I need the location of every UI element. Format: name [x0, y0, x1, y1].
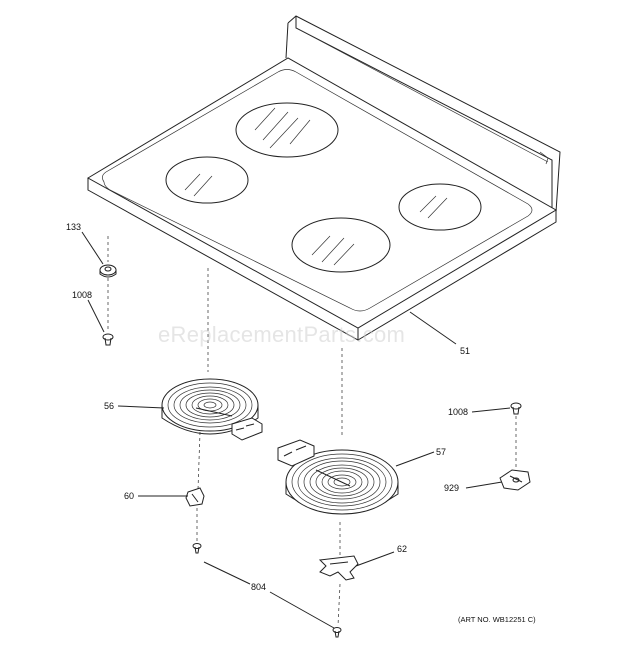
ring-back-right — [398, 183, 482, 231]
callout-1008-right: 1008 — [448, 407, 468, 417]
part-804-screw-right — [332, 627, 342, 638]
callout-929: 929 — [444, 483, 459, 493]
part-60-clip — [185, 487, 205, 507]
part-57-radiant-element-large — [277, 439, 399, 515]
callout-1008-left: 1008 — [72, 290, 92, 300]
art-number: (ART NO. WB12251 C) — [458, 615, 536, 624]
part-56-radiant-element-small — [161, 378, 263, 441]
assembly-lines — [107, 236, 517, 627]
leader-lines — [81, 231, 511, 629]
callout-56: 56 — [104, 401, 114, 411]
part-804-screw-left — [192, 543, 202, 554]
callout-804: 804 — [251, 582, 266, 592]
callout-labels: 133 1008 56 60 804 51 57 1008 929 62 — [66, 222, 470, 592]
callout-60: 60 — [124, 491, 134, 501]
cooktop-panel — [87, 15, 561, 341]
part-1008-left-screw — [102, 333, 114, 346]
callout-62: 62 — [397, 544, 407, 554]
callout-57: 57 — [436, 447, 446, 457]
part-133-grommet — [99, 264, 117, 278]
watermark: eReplacementParts.com — [158, 322, 405, 347]
part-62-bracket — [318, 555, 359, 581]
callout-51: 51 — [460, 346, 470, 356]
part-1008-right-screw — [510, 402, 522, 415]
part-929-clip — [499, 469, 531, 491]
callout-133: 133 — [66, 222, 81, 232]
ring-front-left — [165, 156, 249, 204]
ring-front-right-large — [291, 217, 391, 273]
surface-element-rings — [165, 102, 482, 273]
ring-back-left-large — [235, 102, 339, 158]
